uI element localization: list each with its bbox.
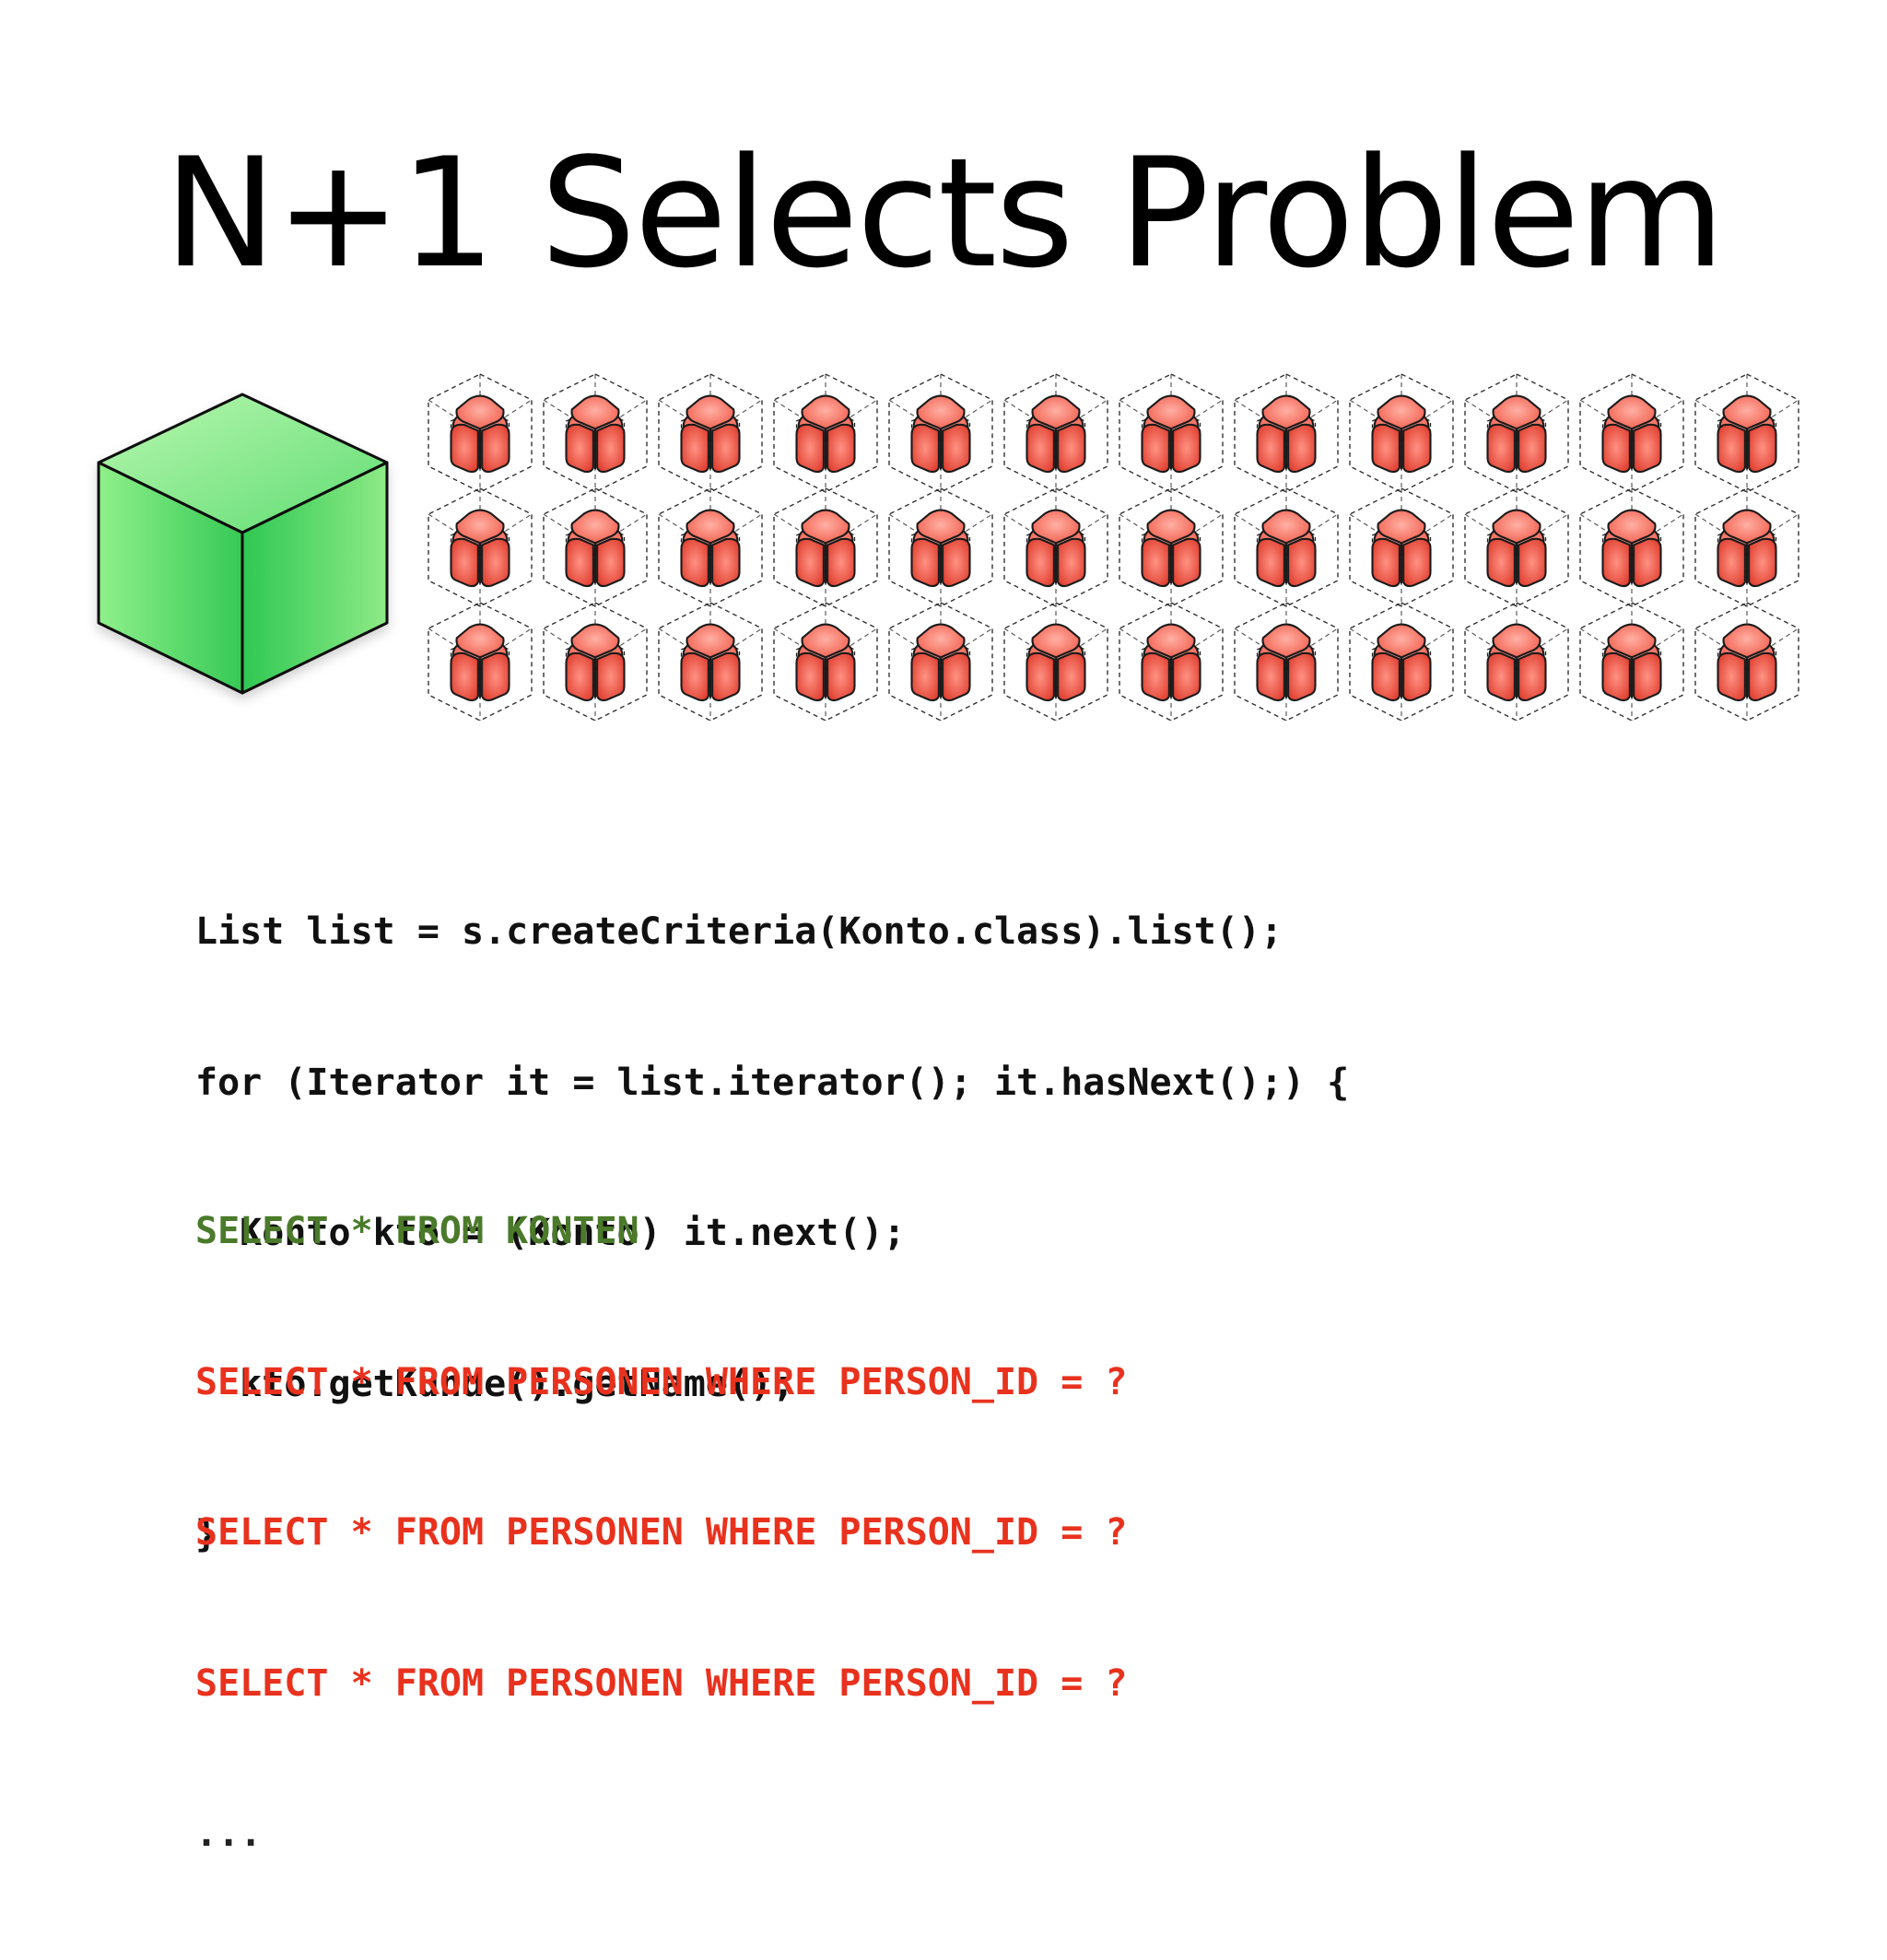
red-cube-cluster-icon (1003, 373, 1108, 493)
red-cube-cluster-icon (543, 487, 648, 607)
red-cube-cluster-icon (1349, 602, 1454, 722)
red-cube-cluster-icon (1579, 373, 1684, 493)
code-block: List list = s.createCriteria(Konto.class… (195, 806, 1780, 1661)
red-cube-cluster-icon (428, 602, 533, 722)
red-cube-cluster-icon (1349, 487, 1454, 607)
sql-line: SELECT * FROM PERSONEN WHERE PERSON_ID =… (195, 1661, 1128, 1705)
red-cube-cluster-icon (888, 373, 993, 493)
slide: N+1 Selects Problem (97, 125, 1799, 1855)
sql-block: SELECT * FROM KONTEN SELECT * FROM PERSO… (195, 1106, 1780, 1960)
red-cube-cluster-icon (1003, 487, 1108, 607)
illustration (97, 373, 1799, 722)
code-line: for (Iterator it = list.iterator(); it.h… (195, 1061, 1350, 1104)
red-cube-cluster-icon (543, 373, 648, 493)
red-cube-cluster-icon (1349, 373, 1454, 493)
red-cube-cluster-icon (1119, 373, 1224, 493)
sql-line: SELECT * FROM PERSONEN WHERE PERSON_ID =… (195, 1511, 1128, 1554)
red-cube-cluster-icon (1234, 602, 1339, 722)
red-cube-cluster-icon (773, 602, 878, 722)
red-cube-grid (428, 373, 1799, 722)
green-cube-icon (97, 393, 389, 695)
red-cube-cluster-icon (773, 487, 878, 607)
red-cube-cluster-icon (428, 373, 533, 493)
red-cube-cluster-icon (658, 373, 763, 493)
red-cube-cluster-icon (1464, 602, 1569, 722)
red-cube-cluster-icon (1234, 487, 1339, 607)
red-cube-cluster-icon (1579, 487, 1684, 607)
red-cube-cluster-icon (1464, 487, 1569, 607)
red-cube-cluster-icon (773, 373, 878, 493)
red-cube-cluster-icon (1119, 487, 1224, 607)
red-cube-cluster-icon (1694, 602, 1799, 722)
red-cube-cluster-icon (543, 602, 648, 722)
red-cube-cluster-icon (1003, 602, 1108, 722)
red-cube-cluster-icon (888, 602, 993, 722)
red-cube-cluster-icon (1694, 487, 1799, 607)
red-cube-cluster-icon (658, 602, 763, 722)
sql-line: SELECT * FROM PERSONEN WHERE PERSON_ID =… (195, 1360, 1128, 1403)
red-cube-cluster-icon (428, 487, 533, 607)
red-cube-cluster-icon (658, 487, 763, 607)
code-line: kto.getKunde().getName(); (195, 1362, 795, 1405)
red-cube-cluster-icon (888, 487, 993, 607)
code-line: Konto kto = (Konto) it.next(); (195, 1212, 906, 1254)
sql-line: SELECT * FROM KONTEN (195, 1210, 639, 1252)
code-line: List list = s.createCriteria(Konto.class… (195, 910, 1283, 953)
red-cube-cluster-icon (1234, 373, 1339, 493)
sql-line: ... (195, 1813, 263, 1855)
red-cube-cluster-icon (1694, 373, 1799, 493)
red-cube-cluster-icon (1579, 602, 1684, 722)
slide-title: N+1 Selects Problem (163, 125, 1726, 301)
red-cube-cluster-icon (1464, 373, 1569, 493)
red-cube-cluster-icon (1119, 602, 1224, 722)
